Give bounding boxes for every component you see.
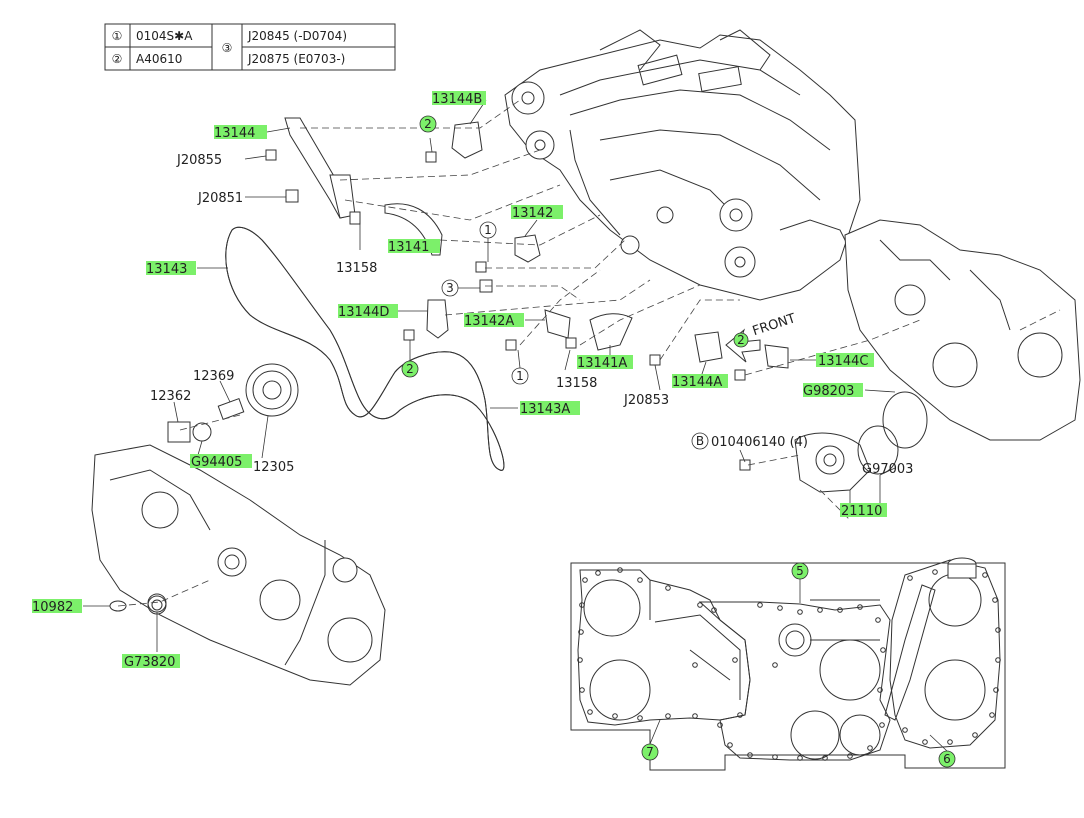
legend-part-1: 0104S✱A (136, 29, 193, 43)
legend-table: ① 0104S✱A ② A40610 ③ J20845 (-D0704) J20… (104, 23, 396, 71)
label-13142A: 13142A (464, 314, 514, 329)
callout-3 (441, 279, 459, 297)
label-12362: 12362 (150, 389, 191, 404)
legend-part-2: A40610 (136, 52, 182, 66)
callout-6-text: 6 (943, 752, 951, 766)
label-J20851: J20851 (197, 191, 243, 206)
phantom-lines (117, 99, 1061, 607)
label-13144C: 13144C (818, 354, 868, 369)
timing-cover-left-drawing (91, 444, 386, 686)
callout-7 (641, 743, 659, 761)
callout-1-b-text: 1 (516, 369, 524, 383)
label-J20853: J20853 (623, 393, 669, 408)
label-13141A: 13141A (577, 356, 627, 371)
callout-5 (791, 562, 809, 580)
callout-1-b (511, 367, 529, 385)
label-G97003: G97003 (862, 462, 913, 477)
legend-num-1: ① (112, 29, 123, 43)
label-13143: 13143 (146, 262, 187, 277)
label-G98203: G98203 (803, 384, 854, 399)
small-parts (109, 117, 928, 613)
label-10982: 10982 (32, 600, 73, 615)
label-13158-a: 13158 (336, 261, 377, 276)
callout-1-a (479, 221, 497, 239)
label-13143A: 13143A (520, 402, 570, 417)
label-13141: 13141 (388, 240, 429, 255)
callout-1-a-text: 1 (484, 223, 492, 237)
label-12369: 12369 (193, 369, 234, 384)
callout-b (691, 432, 709, 450)
callout-6 (938, 750, 956, 768)
label-13144: 13144 (214, 126, 255, 141)
part-labels: 13144B 13144 J20855 J20851 13142 13141 1… (32, 91, 913, 670)
callout-3-text: 3 (446, 281, 454, 295)
legend-part-3a: J20845 (-D0704) (247, 29, 347, 43)
callout-2-mid (401, 360, 419, 378)
leader-lines (83, 99, 896, 652)
label-B-ref: 010406140 (4) (711, 435, 808, 450)
label-13142: 13142 (512, 206, 553, 221)
label-21110: 21110 (841, 504, 882, 519)
label-12305: 12305 (253, 460, 294, 475)
callout-2-front (733, 332, 749, 348)
legend-part-3b: J20875 (E0703-) (247, 52, 345, 66)
label-front: FRONT (751, 311, 798, 339)
callout-2-top (419, 115, 437, 133)
callout-5-text: 5 (796, 564, 804, 578)
label-13158-b: 13158 (556, 376, 597, 391)
timing-belt-13143 (225, 226, 505, 471)
label-13144D: 13144D (338, 305, 389, 320)
label-J20855: J20855 (176, 153, 222, 168)
legend-num-2: ② (112, 52, 123, 66)
legend-num-3: ③ (222, 41, 233, 55)
callout-b-text: B (696, 434, 704, 448)
engine-block-drawing (504, 29, 861, 301)
callout-2-top-text: 2 (424, 117, 432, 131)
callouts: 2 1 3 2 1 2 B (401, 115, 749, 450)
label-G94405: G94405 (191, 455, 242, 470)
callout-2-mid-text: 2 (406, 362, 414, 376)
timing-cover-right-drawing (844, 219, 1081, 441)
label-13144A: 13144A (672, 375, 722, 390)
label-G73820: G73820 (124, 655, 175, 670)
callout-2-front-text: 2 (737, 333, 745, 347)
label-13144B: 13144B (432, 92, 482, 107)
callout-7-text: 7 (646, 745, 654, 759)
cover-outline-inset: 5 6 7 (570, 557, 1006, 771)
